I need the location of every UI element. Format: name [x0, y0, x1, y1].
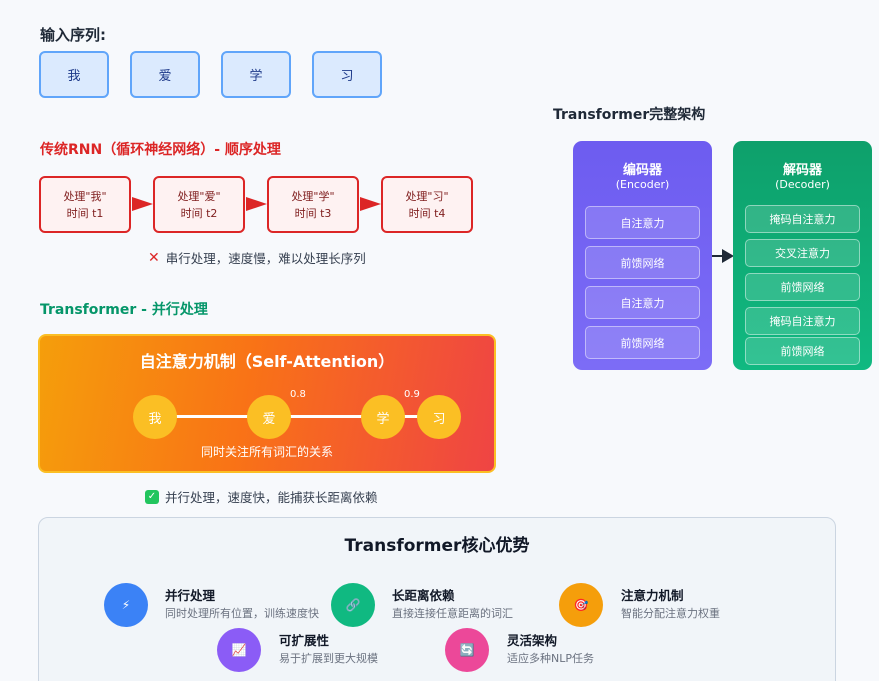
encoder-to-decoder-arrow-icon — [712, 249, 734, 263]
decoder-layer: 前馈网络 — [745, 337, 860, 365]
input-token: 学 — [221, 51, 291, 98]
rnn-note: ✕ 串行处理，速度慢，难以处理长序列 — [148, 248, 366, 267]
transformer-note-text: 并行处理，速度快，能捕获长距离依赖 — [165, 490, 378, 505]
input-token: 爱 — [130, 51, 200, 98]
check-icon: ✓ — [145, 489, 159, 504]
advantage-desc: 同时处理所有位置，训练速度快 — [165, 607, 319, 620]
attention-weight: 0.8 — [290, 389, 306, 400]
attention-token: 爱 — [247, 395, 291, 439]
attention-token: 习 — [417, 395, 461, 439]
advantage-name: 灵活架构 — [507, 633, 558, 648]
rnn-step: 处理"习" 时间 t4 — [381, 176, 473, 233]
attention-line — [150, 415, 442, 418]
rnn-step-time: 时间 t4 — [408, 206, 446, 220]
advantage-name: 可扩展性 — [279, 633, 330, 648]
refresh-icon: 🔄 — [445, 628, 489, 672]
advantage-name: 并行处理 — [165, 588, 216, 603]
rnn-arrow-icon — [246, 197, 267, 211]
decoder-english: (Decoder) — [775, 178, 830, 191]
architecture-title: Transformer完整架构 — [553, 107, 706, 123]
input-token: 我 — [39, 51, 109, 98]
self-attention-subtitle: 同时关注所有词汇的关系 — [200, 445, 333, 459]
encoder-layer: 前馈网络 — [585, 246, 700, 279]
advantages-panel: Transformer核心优势 ⚡ 并行处理 同时处理所有位置，训练速度快 🔗 … — [38, 517, 836, 681]
rnn-arrow-icon — [132, 197, 153, 211]
rnn-step-time: 时间 t3 — [294, 206, 332, 220]
lightning-icon: ⚡ — [104, 583, 148, 627]
attention-token: 学 — [361, 395, 405, 439]
decoder-layer: 掩码自注意力 — [745, 205, 860, 233]
rnn-note-text: 串行处理，速度慢，难以处理长序列 — [165, 251, 366, 266]
decoder-layer: 前馈网络 — [745, 273, 860, 301]
encoder-block: 编码器 (Encoder) 自注意力 前馈网络 自注意力 前馈网络 — [573, 141, 712, 370]
chart-icon: 📈 — [217, 628, 261, 672]
decoder-name: 解码器 — [782, 163, 822, 178]
self-attention-panel: 自注意力机制（Self-Attention） 我 爱 学 习 0.8 0.9 同… — [38, 334, 496, 473]
advantage-desc: 适应多种NLP任务 — [507, 652, 594, 665]
rnn-step: 处理"学" 时间 t3 — [267, 176, 359, 233]
advantages-title: Transformer核心优势 — [344, 536, 530, 556]
attention-weight: 0.9 — [404, 389, 420, 400]
decoder-block: 解码器 (Decoder) 掩码自注意力 交叉注意力 前馈网络 掩码自注意力 前… — [733, 141, 872, 370]
encoder-name: 编码器 — [622, 163, 662, 178]
rnn-step-label: 处理"学" — [291, 189, 335, 203]
advantage-name: 长距离依赖 — [392, 588, 455, 603]
advantage-desc: 易于扩展到更大规模 — [279, 652, 378, 665]
attention-token: 我 — [133, 395, 177, 439]
rnn-step-time: 时间 t1 — [66, 206, 104, 220]
input-sequence-title: 输入序列: — [40, 26, 106, 44]
rnn-step-time: 时间 t2 — [180, 206, 218, 220]
rnn-title: 传统RNN（循环神经网络）- 顺序处理 — [40, 142, 281, 158]
cross-icon: ✕ — [148, 249, 160, 266]
rnn-arrow-icon — [360, 197, 381, 211]
encoder-english: (Encoder) — [615, 178, 670, 191]
encoder-layer: 自注意力 — [585, 206, 700, 239]
target-icon: 🎯 — [559, 583, 603, 627]
link-icon: 🔗 — [331, 583, 375, 627]
advantage-desc: 直接连接任意距离的词汇 — [392, 607, 513, 620]
decoder-layer: 掩码自注意力 — [745, 307, 860, 335]
rnn-step-label: 处理"爱" — [177, 189, 221, 203]
transformer-title: Transformer - 并行处理 — [40, 302, 208, 318]
advantage-desc: 智能分配注意力权重 — [621, 607, 720, 620]
decoder-layer: 交叉注意力 — [745, 239, 860, 267]
rnn-step: 处理"爱" 时间 t2 — [153, 176, 245, 233]
rnn-step-label: 处理"我" — [63, 189, 107, 203]
rnn-step-label: 处理"习" — [405, 189, 449, 203]
encoder-layer: 自注意力 — [585, 286, 700, 319]
self-attention-title: 自注意力机制（Self-Attention） — [139, 352, 395, 371]
transformer-note: ✓ 并行处理，速度快，能捕获长距离依赖 — [145, 487, 378, 506]
rnn-step: 处理"我" 时间 t1 — [39, 176, 131, 233]
advantage-name: 注意力机制 — [621, 588, 684, 603]
encoder-layer: 前馈网络 — [585, 326, 700, 359]
input-token: 习 — [312, 51, 382, 98]
